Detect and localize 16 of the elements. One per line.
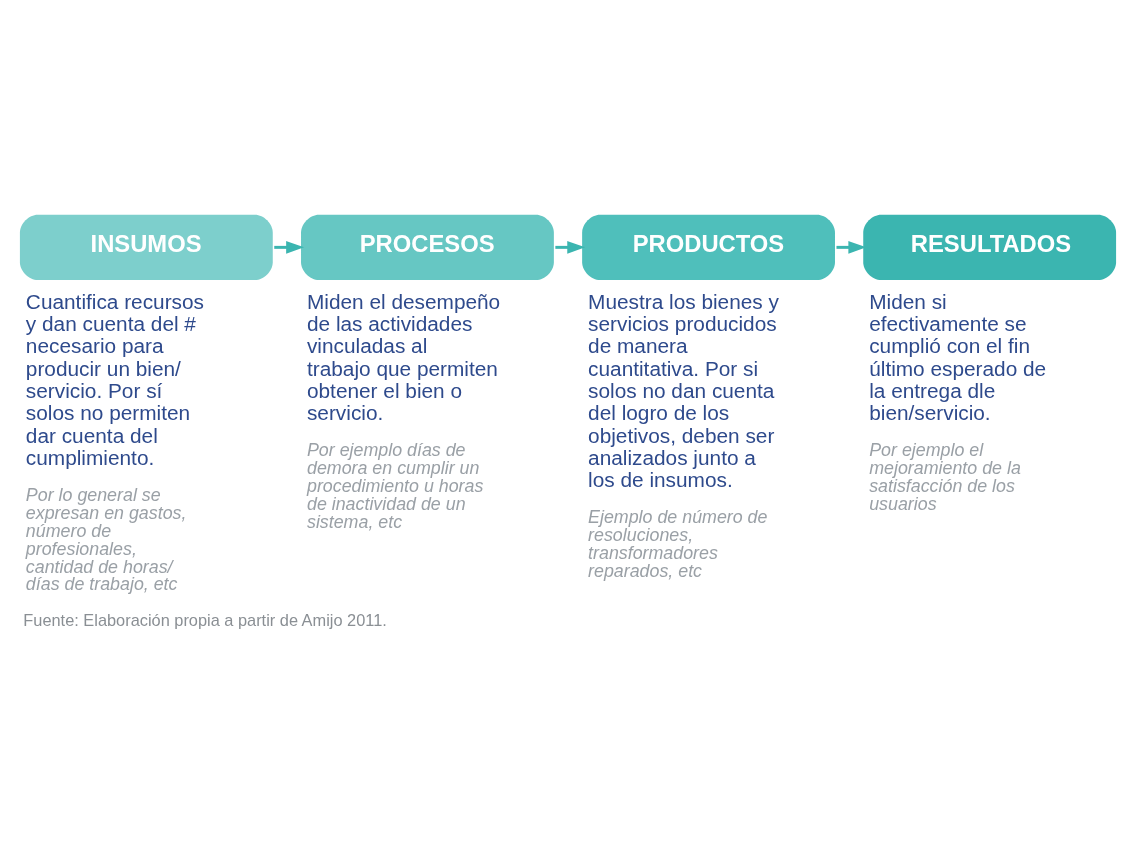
- arrow: [555, 241, 586, 254]
- node-label: Por ejemplo el mejoramiento de la satisfacción de los usuarios: [869, 440, 1021, 515]
- node-label: Cuantifica recursos y dan cuenta del # necesario para producir un bien/ servicio. Por sí solos no permiten dar cuenta del cumplimiento.: [25, 289, 204, 469]
- node-label: Miden si efectivamente se cumplió con el fin último esperado de la entrega dle bien/servicio.: [869, 289, 1047, 425]
- node-box: PRODUCTOS: [582, 214, 835, 281]
- node-label: Por ejemplo días de demora en cumplir un procedimiento u horas de inactividad de un sistema, etc: [306, 440, 484, 532]
- node-box: INSUMOS: [19, 214, 273, 281]
- node-label: Por lo general se expresan en gastos, número de profesionales, cantidad de horas/ días de trabajo, etc: [25, 485, 187, 595]
- node-label: Ejemplo de número de resoluciones, transformadores reparados, etc: [588, 507, 768, 581]
- arrow: [836, 241, 867, 254]
- node-label: Muestra los bienes y servicios producidos de manera cuantitativa. Por si solos no dan cuenta del logro de los objetivos, deben ser analizados junto a los de insumos.: [588, 289, 779, 492]
- node-box: RESULTADOS: [863, 214, 1117, 281]
- node-label: Miden el desempeño de las actividades vinculadas al trabajo que permiten obtener el bien o servicio.: [306, 289, 501, 425]
- arrow: [274, 241, 305, 254]
- node-box: PROCESOS: [301, 214, 554, 281]
- caption: Fuente: Elaboración propia a partir de Amijo 2011.: [23, 611, 387, 630]
